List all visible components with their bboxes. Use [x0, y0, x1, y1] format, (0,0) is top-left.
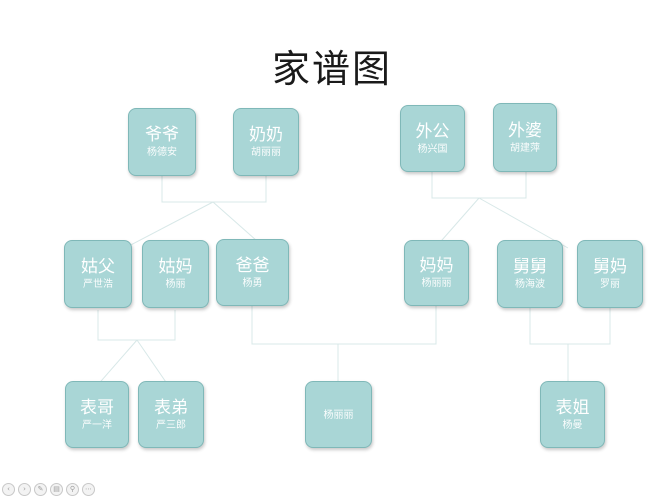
node-role: 爷爷 [145, 125, 179, 145]
node-uncle-in-law: 姑父 严世浩 [64, 240, 132, 308]
node-role: 姑父 [81, 257, 115, 277]
node-cousin-elder: 表哥 严一洋 [65, 381, 129, 448]
page-title: 家谱图 [271, 47, 392, 91]
more-icon[interactable]: ⋯ [82, 483, 95, 496]
node-role: 外婆 [508, 120, 542, 141]
node-role: 爸爸 [235, 255, 270, 276]
node-person-name: 胡建萍 [510, 142, 540, 154]
node-person-name: 杨德安 [147, 147, 177, 158]
node-self: 杨丽丽 [305, 381, 372, 448]
slides-icon[interactable]: ▤ [50, 483, 63, 496]
node-person-name: 杨勇 [242, 277, 263, 289]
node-person-name: 严世浩 [83, 279, 113, 290]
node-role: 舅舅 [513, 257, 547, 277]
node-grandpa: 爷爷 杨德安 [128, 108, 196, 176]
connector-grandparents-paternal [124, 175, 267, 249]
node-maternal-aunt: 舅妈 罗丽 [577, 240, 643, 308]
connector-uncle-couple [529, 308, 611, 388]
node-grandma: 奶奶 胡丽丽 [233, 108, 299, 176]
node-dad: 爸爸 杨勇 [216, 239, 289, 306]
node-role: 表哥 [80, 397, 114, 418]
node-cousin-sister: 表姐 杨曼 [540, 381, 605, 448]
node-mom: 妈妈 杨丽丽 [404, 240, 469, 306]
node-role: 妈妈 [419, 256, 454, 276]
node-role: 表弟 [154, 397, 188, 418]
previous-icon[interactable]: ‹ [2, 483, 15, 496]
node-role: 舅妈 [593, 257, 627, 277]
connector-grandparents-maternal [431, 172, 569, 249]
node-maternal-uncle: 舅舅 杨海波 [497, 240, 563, 308]
node-cousin-younger: 表弟 严三郎 [138, 381, 204, 448]
node-person-name: 杨丽 [165, 279, 186, 290]
zoom-icon[interactable]: ⚲ [66, 483, 79, 496]
node-maternal-grandma: 外婆 胡建萍 [493, 103, 557, 172]
connector-parents [251, 306, 437, 388]
node-maternal-grandpa: 外公 杨兴国 [400, 105, 465, 172]
node-person-name: 胡丽丽 [251, 147, 281, 158]
node-person-name: 杨丽丽 [421, 278, 452, 289]
node-role: 外公 [415, 121, 450, 142]
node-person-name: 严一洋 [82, 419, 112, 431]
pen-icon[interactable]: ✎ [34, 483, 47, 496]
slideshow-toolbar: ‹ › ✎ ▤ ⚲ ⋯ [2, 483, 95, 497]
connector-aunt-couple [94, 310, 176, 389]
node-person-name: 罗丽 [600, 279, 620, 290]
next-icon[interactable]: › [18, 483, 31, 496]
node-role: 奶奶 [249, 125, 283, 145]
node-person-name: 杨兴国 [417, 143, 448, 155]
node-role: 姑妈 [158, 257, 193, 277]
node-person-name: 杨曼 [562, 419, 583, 431]
node-person-name: 杨海波 [515, 279, 545, 290]
node-person-name: 严三郎 [156, 419, 186, 431]
node-person-name: 杨丽丽 [323, 409, 354, 421]
node-role: 表姐 [555, 397, 590, 418]
node-aunt: 姑妈 杨丽 [142, 240, 209, 308]
